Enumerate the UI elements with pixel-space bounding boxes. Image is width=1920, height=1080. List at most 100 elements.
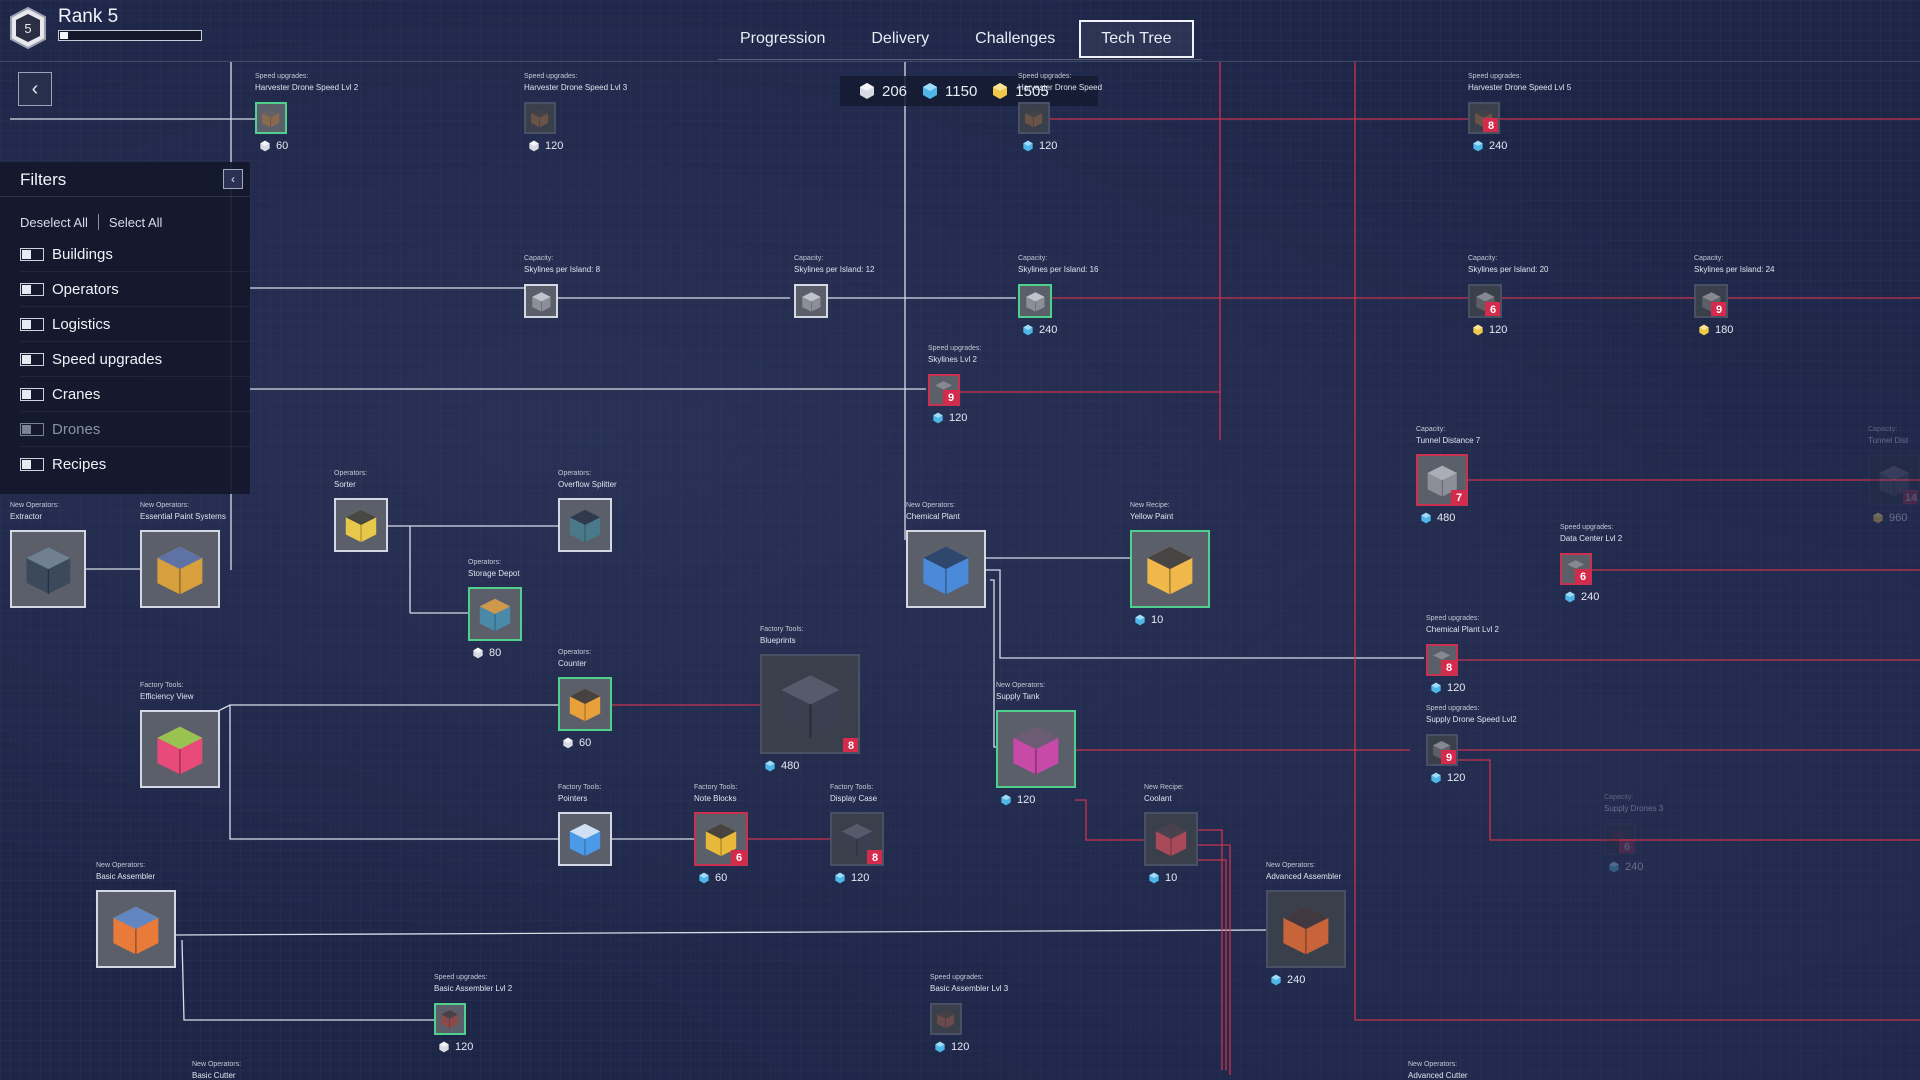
building-icon xyxy=(1147,546,1193,595)
node-cost-value: 80 xyxy=(489,647,502,659)
building-icon xyxy=(113,906,159,955)
locked-count-badge: 8 xyxy=(1441,660,1456,674)
building-icon xyxy=(569,509,601,543)
node-cost-value: 60 xyxy=(715,872,728,884)
filter-actions-separator xyxy=(97,214,99,230)
node-cost-value: 480 xyxy=(1437,512,1456,524)
rank-badge-number: 5 xyxy=(24,21,31,36)
node-cost-value: 180 xyxy=(1715,324,1734,336)
filter-recipes[interactable]: Recipes xyxy=(20,449,106,479)
building-icon xyxy=(1025,291,1045,312)
filter-label: Recipes xyxy=(52,455,107,473)
node-tile[interactable] xyxy=(140,710,220,788)
node-tile[interactable] xyxy=(334,498,388,552)
node-cost: 60 xyxy=(562,737,591,749)
node-tile[interactable] xyxy=(558,677,612,731)
shape-icon xyxy=(473,647,483,659)
node-tile[interactable]: 6 xyxy=(1468,284,1502,318)
tab-tech-tree[interactable]: Tech Tree xyxy=(1079,20,1194,58)
node-tile[interactable] xyxy=(255,102,287,134)
node-tile[interactable]: 6 xyxy=(1560,553,1592,585)
node-tile[interactable] xyxy=(1018,284,1052,318)
node-tile[interactable] xyxy=(1144,812,1198,866)
node-tile[interactable]: 9 xyxy=(928,374,960,406)
node-name: Essential Paint Systems xyxy=(140,512,226,521)
toggle-icon[interactable] xyxy=(20,387,44,401)
node-tile[interactable]: 14 xyxy=(1868,454,1920,506)
node-tile[interactable] xyxy=(930,1003,962,1035)
filters-collapse-button[interactable]: ‹ xyxy=(223,169,243,189)
crystal-icon xyxy=(1421,512,1431,524)
node-category: Speed upgrades: xyxy=(1426,705,1480,712)
node-tile[interactable] xyxy=(794,284,828,318)
node-tile[interactable]: 8 xyxy=(830,812,884,866)
filters-panel: Filters ‹ Deselect All Select All Buildi… xyxy=(0,162,250,494)
node-cost-value: 120 xyxy=(851,872,870,884)
filter-drones[interactable]: Drones xyxy=(20,414,100,444)
node-tile[interactable] xyxy=(524,102,556,134)
node-tile[interactable]: 8 xyxy=(1426,644,1458,676)
node-tile[interactable]: 8 xyxy=(760,654,860,754)
filters-title: Filters xyxy=(20,170,67,189)
filter-logistics[interactable]: Logistics xyxy=(20,309,110,339)
node-cost: 240 xyxy=(1564,591,1599,603)
node-category: Speed upgrades: xyxy=(928,345,982,352)
node-cost: 120 xyxy=(932,412,967,424)
node-tile[interactable] xyxy=(524,284,558,318)
node-category: Speed upgrades: xyxy=(1426,615,1480,622)
filter-speed-upgrades[interactable]: Speed upgrades xyxy=(20,344,162,374)
node-tile[interactable] xyxy=(996,710,1076,788)
node-tile[interactable] xyxy=(10,530,86,608)
node-tile[interactable] xyxy=(96,890,176,968)
node-tile[interactable]: 8 xyxy=(1468,102,1500,134)
node-category: New Operators: xyxy=(192,1061,242,1068)
building-icon xyxy=(780,674,840,737)
node-cost: 240 xyxy=(1608,861,1643,873)
node-cost-value: 10 xyxy=(1151,614,1164,626)
node-tile[interactable] xyxy=(140,530,220,608)
node-cost: 480 xyxy=(764,760,799,772)
node-tile[interactable]: 6 xyxy=(1604,823,1636,855)
node-tile[interactable] xyxy=(558,498,612,552)
node-tile[interactable] xyxy=(1130,530,1210,608)
node-name: Tunnel Dist xyxy=(1868,436,1909,445)
node-tile[interactable] xyxy=(1018,102,1050,134)
toggle-icon[interactable] xyxy=(20,457,44,471)
crystal-icon xyxy=(1473,140,1483,152)
node-name: Harvester Drone Speed xyxy=(1018,83,1103,92)
node-cost-value: 120 xyxy=(1447,772,1466,784)
filter-operators[interactable]: Operators xyxy=(20,274,119,304)
tab-challenges[interactable]: Challenges xyxy=(975,30,1056,47)
node-cost-value: 240 xyxy=(1581,591,1600,603)
toggle-icon[interactable] xyxy=(20,247,44,261)
building-icon xyxy=(1013,726,1059,775)
filter-cranes[interactable]: Cranes xyxy=(20,379,100,409)
building-icon xyxy=(841,823,873,857)
node-cost: 10 xyxy=(1148,872,1177,884)
node-tile[interactable] xyxy=(434,1003,466,1035)
node-tile[interactable] xyxy=(906,530,986,608)
node-tile[interactable]: 9 xyxy=(1694,284,1728,318)
filter-divider xyxy=(20,376,250,377)
tab-delivery[interactable]: Delivery xyxy=(871,30,930,47)
crystal-icon xyxy=(699,872,709,884)
toggle-icon[interactable] xyxy=(20,422,44,436)
toggle-icon[interactable] xyxy=(20,352,44,366)
select-all-button[interactable]: Select All xyxy=(108,214,163,230)
node-tile[interactable] xyxy=(1266,890,1346,968)
filter-divider xyxy=(20,271,250,272)
node-name: Data Center Lvl 2 xyxy=(1560,534,1623,543)
node-tile[interactable]: 7 xyxy=(1416,454,1468,506)
toggle-icon[interactable] xyxy=(20,317,44,331)
node-tile[interactable]: 6 xyxy=(694,812,748,866)
toggle-icon[interactable] xyxy=(20,282,44,296)
node-tile[interactable]: 9 xyxy=(1426,734,1458,766)
deselect-all-button[interactable]: Deselect All xyxy=(20,214,88,230)
node-category: Factory Tools: xyxy=(694,784,738,791)
tab-progression[interactable]: Progression xyxy=(740,30,826,47)
filter-buildings[interactable]: Buildings xyxy=(20,239,113,269)
back-button[interactable]: ‹ xyxy=(18,72,52,106)
node-category: Factory Tools: xyxy=(558,784,602,791)
node-tile[interactable] xyxy=(558,812,612,866)
node-tile[interactable] xyxy=(468,587,522,641)
